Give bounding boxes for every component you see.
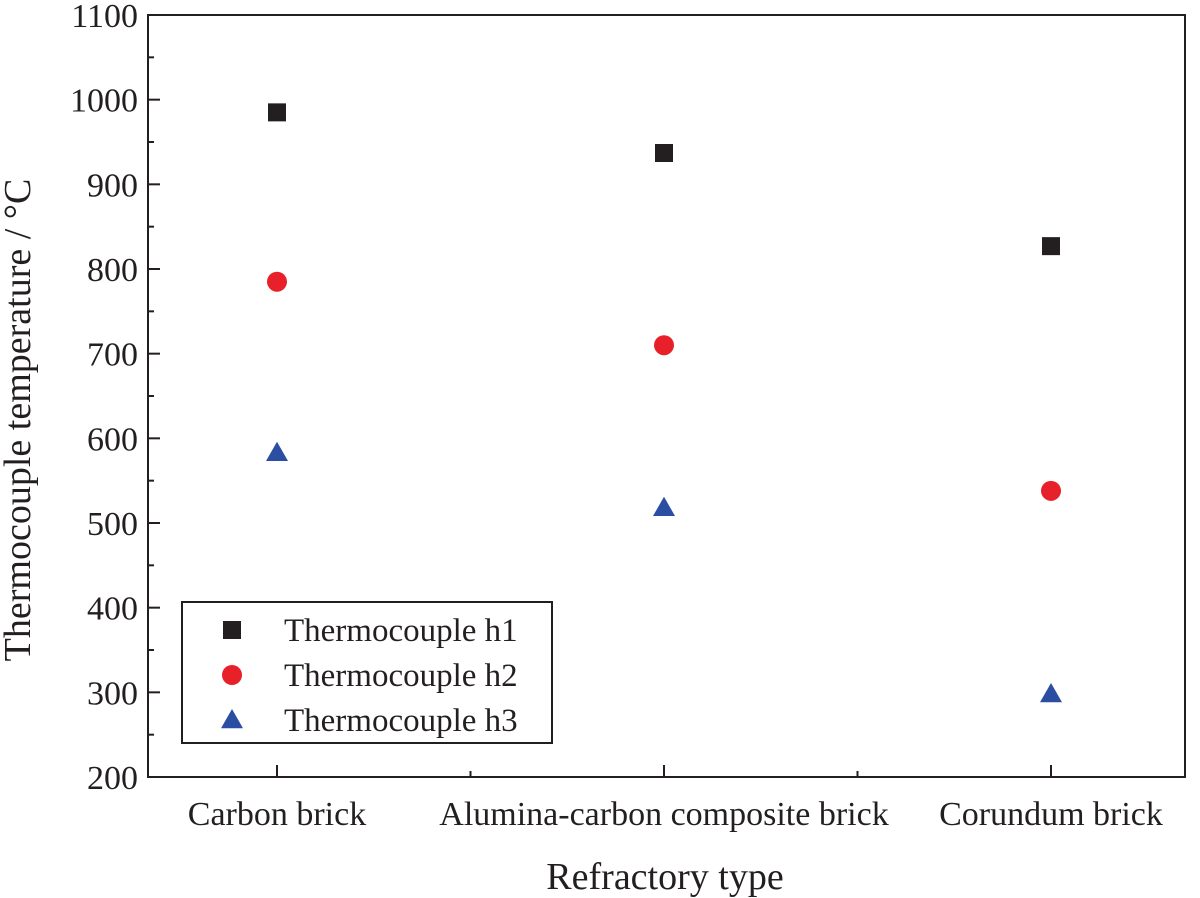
y-axis-title: Thermocouple temperature / °C bbox=[0, 179, 39, 662]
legend: Thermocouple h1 Thermocouple h2 Thermoco… bbox=[181, 601, 553, 744]
data-point-h3 bbox=[653, 496, 675, 517]
data-point-h2 bbox=[1041, 480, 1061, 501]
legend-box bbox=[181, 601, 553, 744]
data-point-h2 bbox=[654, 335, 674, 356]
y-tick-label: 900 bbox=[87, 167, 138, 204]
data-point-h1 bbox=[268, 103, 286, 122]
legend-label-h3: Thermocouple h3 bbox=[284, 703, 518, 739]
data-point-h2 bbox=[267, 271, 287, 292]
x-tick-label: Alumina-carbon composite brick bbox=[439, 796, 888, 833]
legend-markers bbox=[221, 621, 243, 729]
legend-marker-h3 bbox=[221, 709, 243, 729]
x-tick-label: Corundum brick bbox=[939, 796, 1163, 833]
y-tick-label: 600 bbox=[87, 421, 138, 458]
data-point-h1 bbox=[1042, 237, 1060, 256]
data-point-h1 bbox=[655, 144, 673, 163]
y-tick-label: 1000 bbox=[70, 83, 138, 120]
y-tick-label: 800 bbox=[87, 252, 138, 289]
y-axis-ticks: 200 300 400 500 600 700 800 900 1000 1100 bbox=[70, 0, 160, 797]
y-tick-label: 1100 bbox=[71, 0, 138, 35]
y-tick-label: 500 bbox=[87, 506, 138, 543]
y-tick-label: 400 bbox=[87, 591, 138, 628]
data-point-h3 bbox=[266, 441, 288, 461]
plot-frame bbox=[147, 14, 1186, 778]
legend-label-h2: Thermocouple h2 bbox=[284, 658, 518, 694]
x-axis-title: Refractory type bbox=[546, 856, 783, 898]
data-points bbox=[266, 103, 1062, 703]
legend-marker-h2 bbox=[222, 665, 242, 685]
x-axis-ticks: Carbon brick Alumina-carbon composite bri… bbox=[188, 765, 1163, 833]
x-tick-label: Carbon brick bbox=[188, 796, 366, 833]
y-tick-label: 700 bbox=[87, 337, 138, 374]
y-tick-label: 200 bbox=[87, 760, 138, 797]
legend-label-h1: Thermocouple h1 bbox=[284, 613, 518, 649]
y-tick-label: 300 bbox=[87, 675, 138, 712]
data-point-h3 bbox=[1040, 683, 1062, 703]
legend-marker-h1 bbox=[223, 621, 241, 639]
